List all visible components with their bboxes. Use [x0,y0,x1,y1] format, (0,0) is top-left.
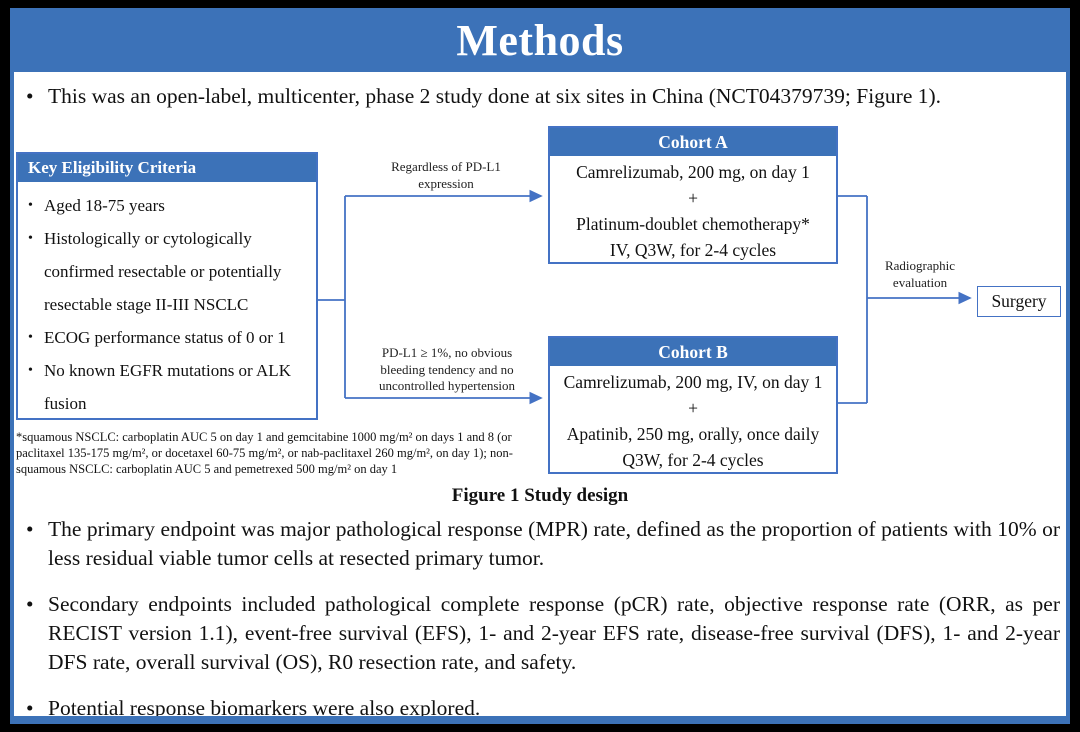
cohort-b-box: Cohort B Camrelizumab, 200 mg, IV, on da… [548,336,838,474]
radiographic-evaluation-label: Radiographic evaluation [865,258,975,291]
cohort-a-line: Platinum-doublet chemotherapy* [576,214,810,234]
endpoint-bullet-secondary: Secondary endpoints included pathologica… [22,590,1060,677]
radiographic-evaluation-line: Radiographic [884,258,956,273]
bottom-accent-bar [10,716,1070,724]
title-bar: Methods [10,8,1070,72]
branch-label-top: Regardless of PD-L1 expression [356,159,536,192]
branch-label-bottom: PD-L1 ≥ 1%, no obvious bleeding tendency… [353,345,541,395]
surgery-box: Surgery [977,286,1061,317]
branch-label-bottom-line: bleeding tendency and no [380,361,514,377]
eligibility-item: Histologically or cytologically confirme… [24,222,314,321]
diagram-footnote: *squamous NSCLC: carboplatin AUC 5 on da… [16,430,513,476]
endpoints-section: The primary endpoint was major pathologi… [22,515,1060,723]
cohort-a-line: IV, Q3W, for 2-4 cycles [609,240,777,260]
eligibility-box: Key Eligibility Criteria Aged 18-75 year… [16,152,318,420]
eligibility-item: Aged 18-75 years [24,189,314,222]
page-title: Methods [456,15,624,65]
cohort-a-body: Camrelizumab, 200 mg, on day 1 + Platinu… [550,156,836,263]
cohort-a-line: Camrelizumab, 200 mg, on day 1 [576,162,810,182]
eligibility-header: Key Eligibility Criteria [18,154,316,182]
figure-caption: Figure 1 Study design [451,485,629,506]
eligibility-item: ECOG performance status of 0 or 1 [24,321,314,354]
branch-label-top-line: expression [418,175,474,191]
cohort-b-line: + [688,398,698,418]
eligibility-list: Aged 18-75 years Histologically or cytol… [18,189,316,420]
branch-label-top-line: Regardless of PD-L1 [391,159,501,174]
slide-frame: Methods This was an open-label, multicen… [10,8,1070,724]
cohort-b-header: Cohort B [550,338,836,366]
cohort-b-line: Camrelizumab, 200 mg, IV, on day 1 [563,372,823,392]
cohort-b-body: Camrelizumab, 200 mg, IV, on day 1 + Apa… [550,366,836,473]
branch-label-bottom-line: uncontrolled hypertension [378,378,516,393]
branch-label-bottom-line: PD-L1 ≥ 1%, no obvious [381,345,513,360]
endpoint-bullet-primary: The primary endpoint was major pathologi… [22,515,1060,573]
radiographic-evaluation-line: evaluation [892,274,948,290]
cohort-a-header: Cohort A [550,128,836,156]
cohort-b-line: Apatinib, 250 mg, orally, once daily [566,424,820,444]
cohort-b-line: Q3W, for 2-4 cycles [622,450,764,470]
cohort-a-box: Cohort A Camrelizumab, 200 mg, on day 1 … [548,126,838,264]
eligibility-item: No known EGFR mutations or ALK fusion [24,354,314,420]
cohort-a-line: + [688,188,698,208]
surgery-label: Surgery [991,291,1047,311]
intro-bullet: This was an open-label, multicenter, pha… [22,82,1058,111]
